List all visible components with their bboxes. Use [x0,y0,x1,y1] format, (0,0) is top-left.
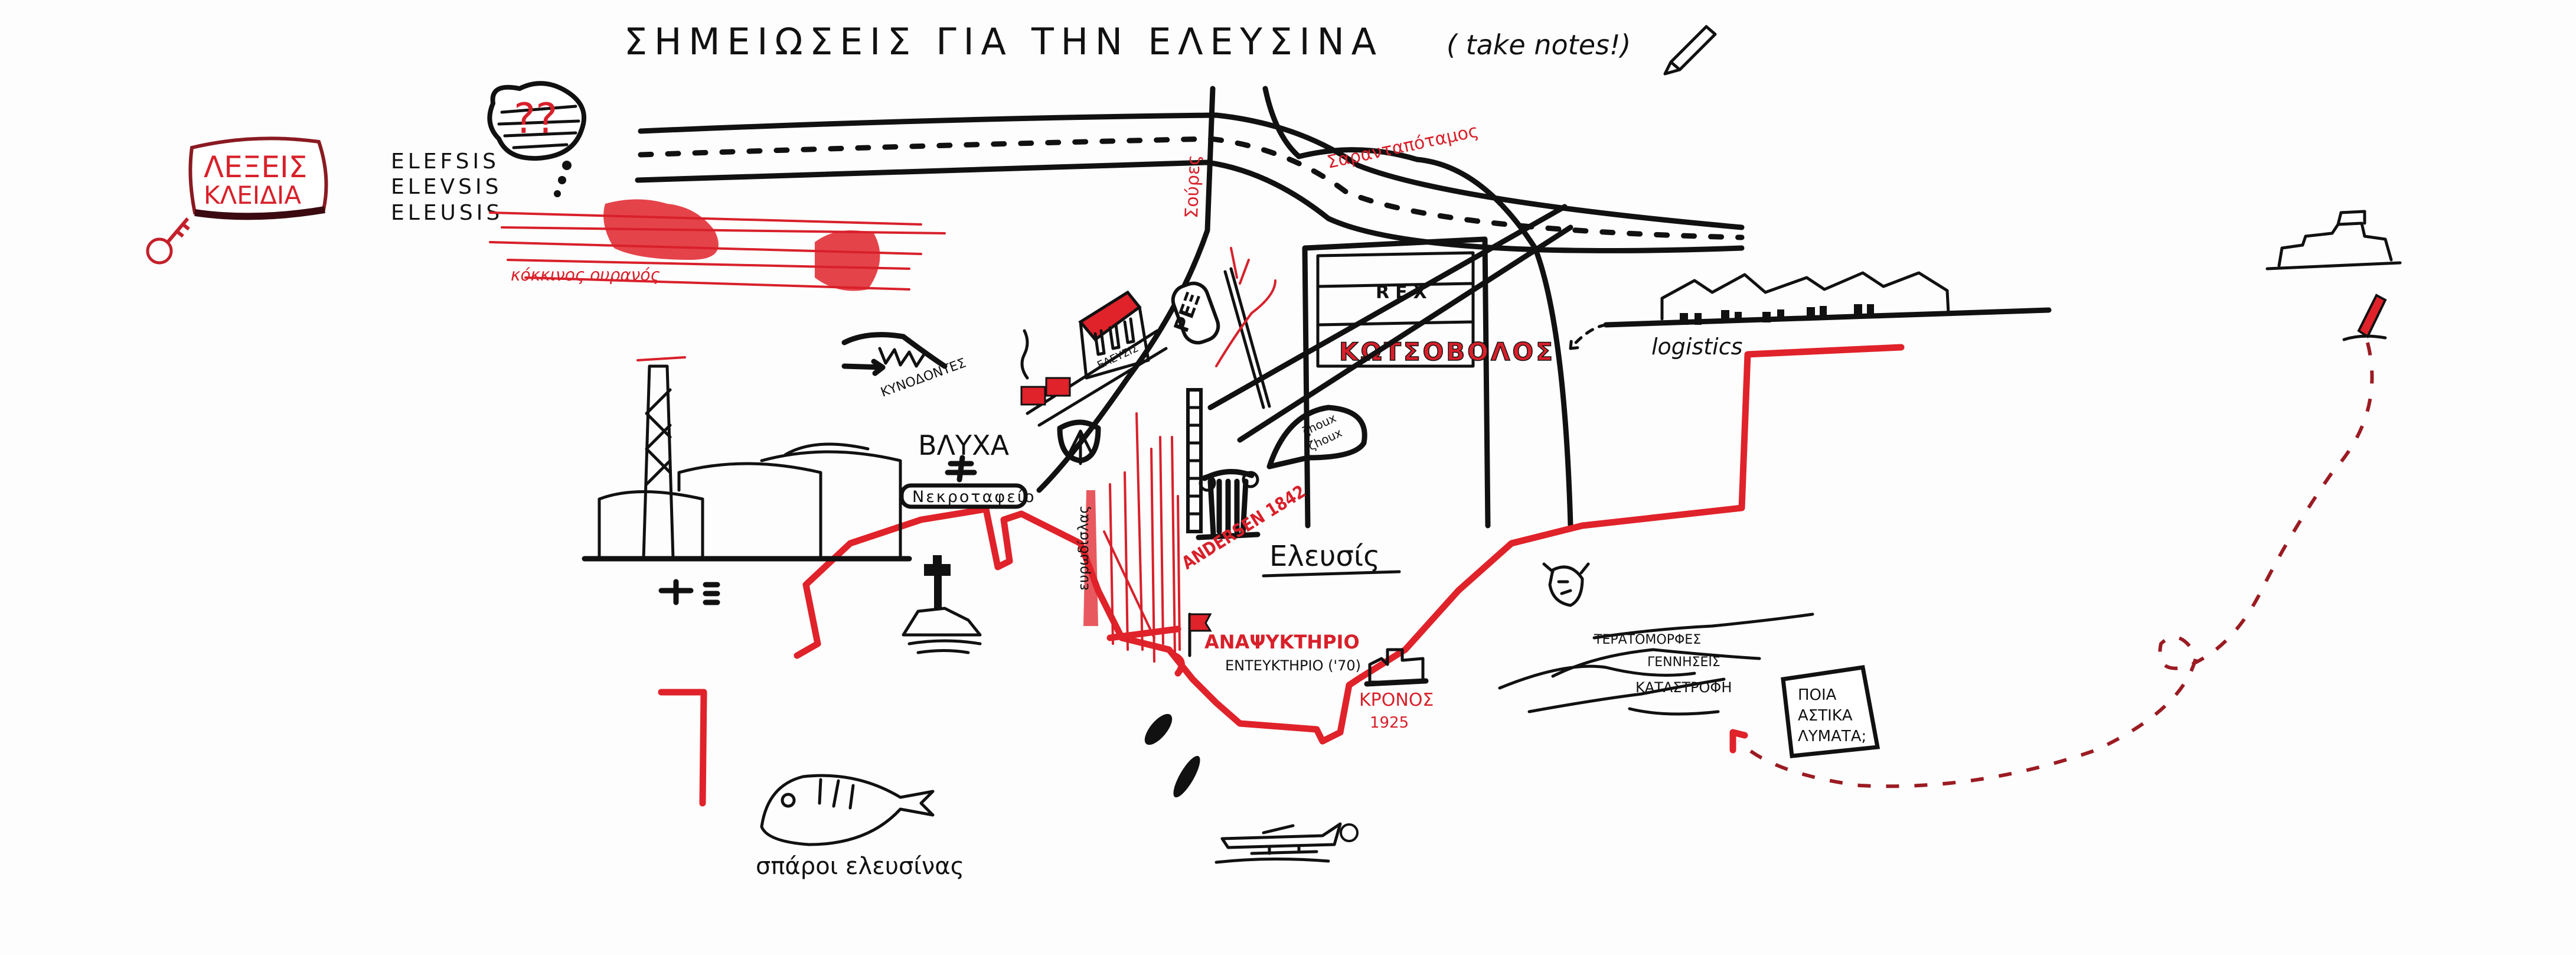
elefsis-label: Ελευσίς [1269,540,1380,573]
keywords-line1: ΛΕΞΕΙΣ [204,150,307,184]
teeth-label: ΚΥΝΟΔΟΝΤΕΣ [879,356,968,400]
waves: ΤΕΡΑΤΟΜΟΡΦΕΣ ΓΕΝΝΗΣΕΙΣ ΚΑΤΑΣΤΡΟΦΗ [1498,612,1814,716]
sarantapotamos-label: Σαρανταπόταμος [1325,120,1480,173]
ionic-column-icon [1196,469,1261,540]
disaster-label: ΚΑΤΑΣΤΡΟΦΗ [1635,679,1732,696]
refinery-icon [582,356,912,562]
name-elevsis: ELEVSIS [391,175,502,199]
airplane-sign-icon [658,579,720,605]
diving-mask-icon [1057,419,1101,465]
kronos-label: ΚΡΟΝΟΣ [1359,690,1434,710]
flag-icon [1188,612,1212,657]
red-industrial-zone: ευρωδίσλας [1075,412,1185,677]
births-label: ΓΕΝΝΗΣΕΙΣ [1647,655,1720,670]
question-marks: ?? [514,94,557,143]
soures-label: Σούρες [1181,155,1204,219]
name-eleusis: ELEUSIS [391,201,503,225]
soures-road [1036,86,1216,493]
kotsovolos-label: ΚΩΤΣΟΒΟΛΟΣ [1339,337,1555,366]
ruin-acropolis-icon [2265,210,2402,270]
sewage-note: ΠΟΙΑ ΑΣΤΙΚΑ ΛΥΜΑΤΑ; [1781,665,1880,758]
vertical-label: ευρωδίσλας [1075,506,1092,591]
keywords-line2: ΚΛΕΙΔΙΑ [204,181,301,210]
red-sky-label: κόκκινος ουρανός [511,265,660,285]
dashed-path [1737,342,2374,788]
cemetery-sign: Νεκροταφείο [899,483,1036,509]
sewage-line2: ΑΣΤΙΚΑ [1798,707,1853,725]
chimney-icon [1186,388,1203,533]
page-title: ΣΗΜΕΙΩΣΕΙΣ ΓΙΑ ΤΗΝ ΕΛΕΥΣΙΝΑ [624,20,1380,63]
cemetery-label: Νεκροταφείο [912,488,1036,506]
fish-label: σπάροι ελευσίνας [756,853,964,880]
canine-teeth-icon: ΚΥΝΟΔΟΝΤΕΣ [841,332,968,400]
red-sky-clouds: κόκκινος ουρανός [489,199,946,291]
speech-bubble: ζhoux ζhoux [1266,405,1367,470]
thought-cloud-icon: ?? [487,81,587,197]
monster-face-icon [1542,562,1590,607]
coastline [794,344,1905,745]
logistics-warehouse: logistics [1569,271,2052,360]
name-elefsis: ELEFSIS [391,149,499,174]
church-ship-icon [902,555,982,654]
key-icon [146,217,190,265]
factory-building-icon [1364,648,1429,687]
kronos-year: 1925 [1370,714,1409,732]
club-label: ΕΝΤΕΥΚΤΗΡΙΟ ('70) [1225,657,1361,674]
sewage-line1: ΠΟΙΑ [1798,686,1837,704]
logistics-label: logistics [1651,334,1742,360]
pencil-icon [1663,25,1717,76]
sarantapotamos-river [1262,86,1573,529]
sewage-line3: ΛΥΜΑΤΑ; [1798,728,1866,745]
keywords-box: ΛΕΞΕΙΣ ΚΛΕΙΔΙΑ [188,136,328,220]
sea-bream-icon: σπάροι ελευσίνας [756,774,964,880]
rex-building: REX ΚΩΤΣΟΒΟΛΟΣ [1207,204,1573,529]
bottle-icon [2342,294,2387,341]
kiosk-label: ΑΝΑΨΥΚΤΗΡΙΟ [1204,631,1360,653]
dark-blobs [1144,713,1200,798]
rex-sign: ΡΕΞ [1170,247,1276,409]
city-name-variants: ELEFSIS ELEVSIS ELEUSIS [391,149,503,225]
page-subtitle: ( take notes!) [1447,29,1631,61]
monsters-label: ΤΕΡΑΤΟΜΟΡΦΕΣ [1594,633,1701,647]
seaplane-icon [1214,822,1359,864]
